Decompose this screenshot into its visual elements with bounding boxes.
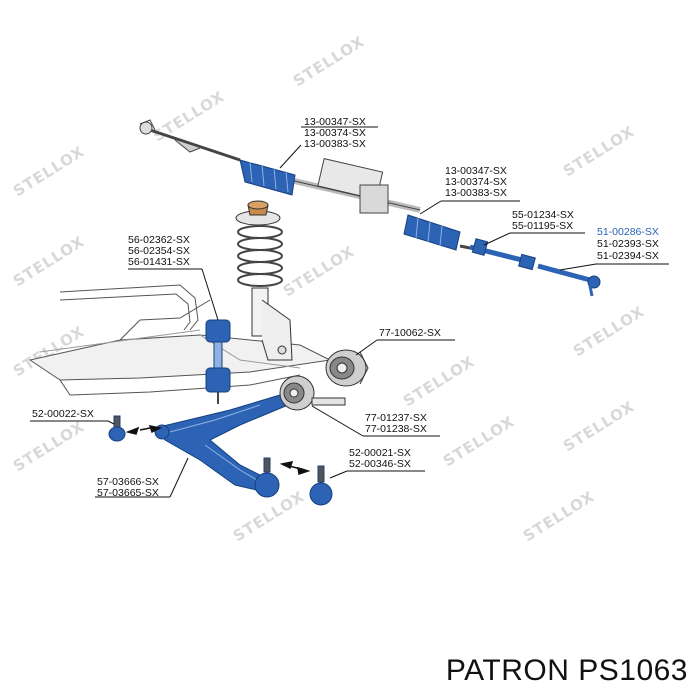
label-boot-1: 13-00347-SX xyxy=(445,165,507,177)
label-boot-3: 13-00383-SX xyxy=(445,187,507,199)
label-ball-joint-left: 52-00022-SX xyxy=(32,408,94,420)
ball-joint-right xyxy=(309,465,333,506)
label-boot-2: 13-00374-SX xyxy=(445,176,507,188)
bushing-rear xyxy=(325,349,369,387)
tie-rod-end xyxy=(537,263,601,297)
ball-joint-left xyxy=(108,415,126,442)
rack-boot-left xyxy=(239,159,296,196)
ball-joint-arm xyxy=(254,457,280,498)
label-bushing-rear: 77-10062-SX xyxy=(379,327,441,339)
tie-rod xyxy=(469,238,536,271)
label-rack-end-1: 13-00347-SX xyxy=(304,116,366,128)
label-tie-end-3: 51-02394-SX xyxy=(597,250,659,262)
label-rack-end-2: 13-00374-SX xyxy=(304,127,366,139)
label-ball-joint-right-2: 52-00346-SX xyxy=(349,458,411,470)
arrows xyxy=(125,425,311,475)
label-link-2: 56-02354-SX xyxy=(128,245,190,257)
label-ball-joint-right-1: 52-00021-SX xyxy=(349,447,411,459)
label-arm-1: 57-03666-SX xyxy=(97,476,159,488)
label-tie-end-1: 51-00286-SX xyxy=(597,226,659,238)
label-rack-end-3: 13-00383-SX xyxy=(304,138,366,150)
label-tie-rod-1: 55-01234-SX xyxy=(512,209,574,221)
label-bushing-front-2: 77-01238-SX xyxy=(365,423,427,435)
label-link-3: 56-01431-SX xyxy=(128,256,190,268)
bushing-front xyxy=(279,375,346,411)
leader-lines xyxy=(30,126,669,498)
stabilizer-link xyxy=(205,319,231,404)
label-bushing-front-1: 77-01237-SX xyxy=(365,412,427,424)
brand-caption: PATRON PS1063 xyxy=(445,654,688,687)
label-tie-end-2: 51-02393-SX xyxy=(597,238,659,250)
stabilizer-bar xyxy=(59,284,199,331)
rack-boot-right xyxy=(403,214,461,251)
label-tie-rod-2: 55-01195-SX xyxy=(512,220,574,232)
strut-assembly xyxy=(235,200,293,361)
label-arm-2: 57-03665-SX xyxy=(97,487,159,499)
steering-rack xyxy=(139,119,481,252)
label-link-1: 56-02362-SX xyxy=(128,234,190,246)
